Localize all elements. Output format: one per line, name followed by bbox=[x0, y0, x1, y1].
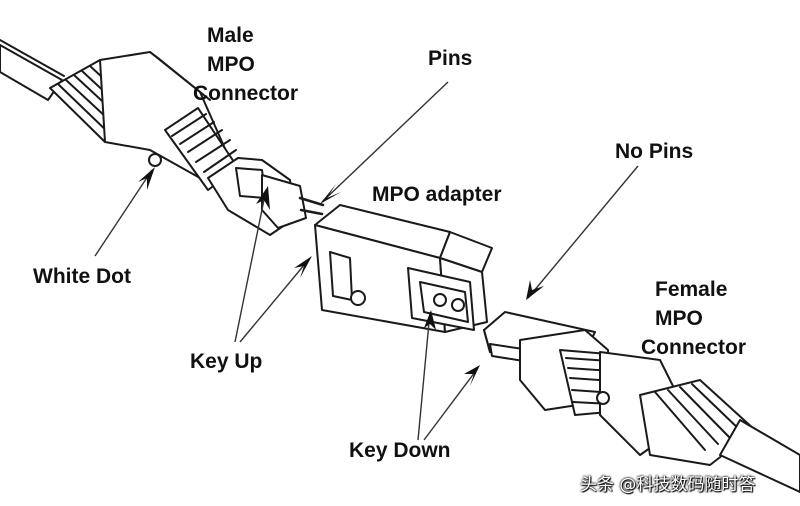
key-up-label: Key Up bbox=[190, 350, 263, 373]
key-up-arrowhead-2 bbox=[294, 256, 312, 278]
pins-pointer-line bbox=[321, 81, 449, 203]
key-up-arrowhead-1 bbox=[256, 186, 270, 210]
key-down-arrowhead-1 bbox=[424, 310, 436, 330]
no-pins-pointer-line bbox=[527, 165, 639, 299]
mpo-adapter bbox=[314, 204, 493, 333]
pins-label: Pins bbox=[428, 47, 473, 70]
no-pins-label: No Pins bbox=[615, 140, 694, 163]
male-cable bbox=[0, 39, 65, 101]
white-dot-marker bbox=[148, 153, 162, 167]
female-label-line1: Female bbox=[655, 278, 728, 301]
watermark-text: 头条 @科技数码随时答 bbox=[580, 475, 756, 495]
white-dot-pointer-line bbox=[94, 169, 153, 257]
mpo-adapter-label: MPO adapter bbox=[372, 183, 502, 206]
guide-pin-1 bbox=[298, 196, 325, 207]
male-label-line1: Male bbox=[207, 24, 254, 47]
male-mpo-connector bbox=[49, 51, 325, 236]
adapter-key-slot bbox=[329, 251, 353, 301]
female-label-line3: Connector bbox=[641, 336, 746, 359]
key-down-pointer-line-1 bbox=[417, 311, 431, 441]
white-dot-arrowhead bbox=[138, 167, 155, 190]
male-label-line3: Connector bbox=[193, 82, 298, 105]
guide-pin-2 bbox=[299, 208, 324, 216]
no-pins-arrowhead bbox=[526, 280, 544, 300]
key-down-arrowhead-2 bbox=[464, 365, 480, 386]
white-dot-label: White Dot bbox=[33, 265, 131, 288]
female-label-line2: MPO bbox=[655, 307, 703, 330]
key-up-pointer-line-2 bbox=[239, 257, 311, 343]
male-label-line2: MPO bbox=[207, 53, 255, 76]
key-down-label: Key Down bbox=[349, 439, 451, 462]
key-up-pointer-line-1 bbox=[234, 189, 267, 343]
female-cable bbox=[719, 419, 800, 493]
pins-arrowhead bbox=[320, 184, 341, 204]
key-down-pointer-line-2 bbox=[423, 367, 479, 441]
